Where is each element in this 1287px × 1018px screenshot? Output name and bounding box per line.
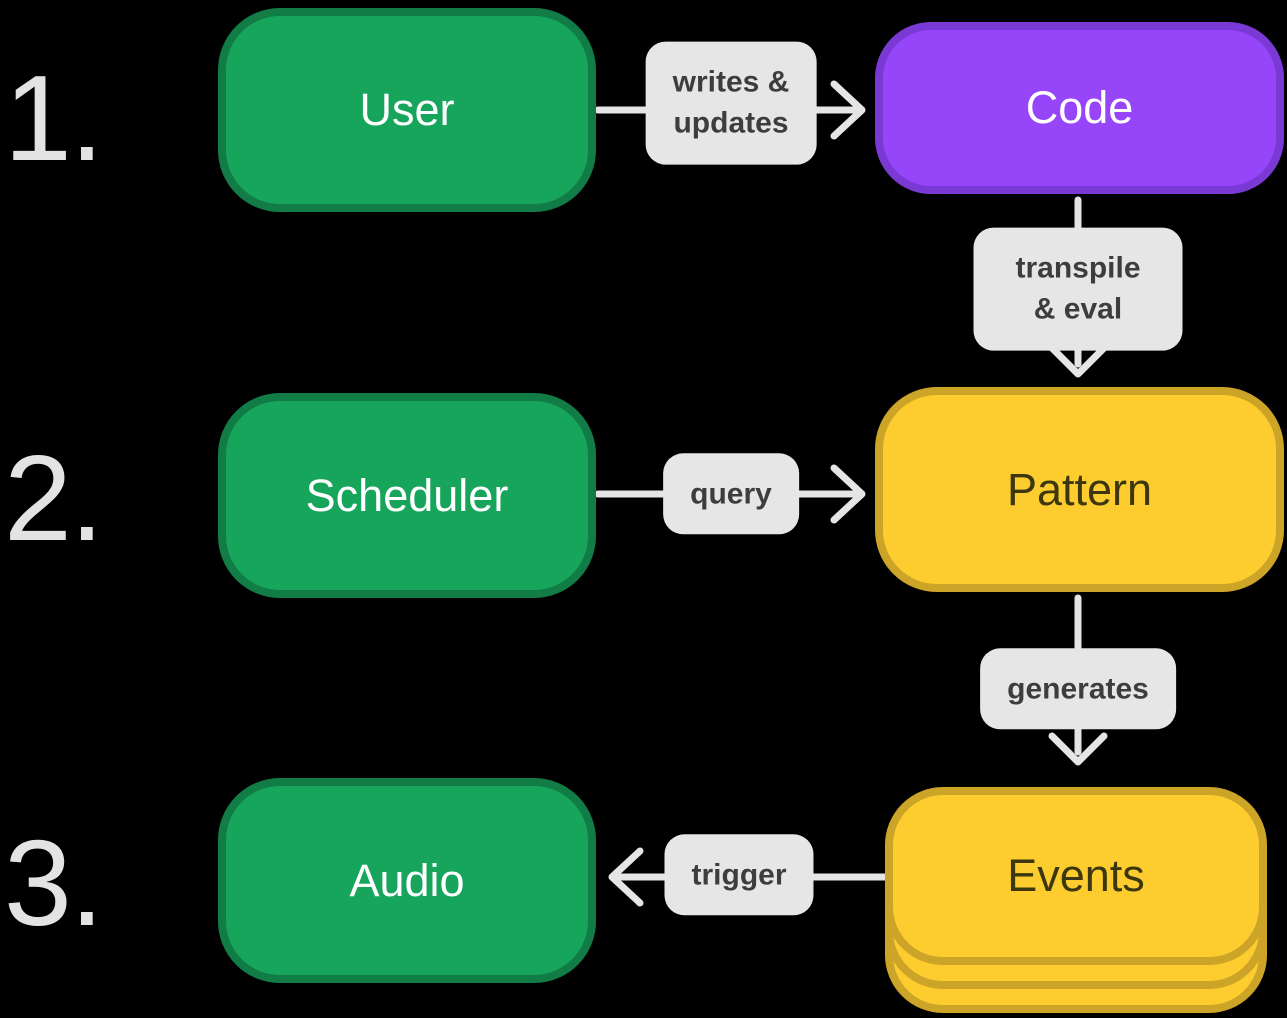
node-audio-label: Audio [349,854,465,906]
node-events-stack: Events [885,787,1267,1017]
node-scheduler: Scheduler [218,393,596,598]
step-number-1: 1. [4,50,104,186]
edge-label-query: query [663,453,799,535]
node-code-label: Code [1025,82,1134,133]
step-number-3: 3. [4,815,104,951]
edge-label-generates: generates [980,648,1176,730]
node-pattern-label: Pattern [1006,463,1153,515]
node-pattern: Pattern [875,387,1284,592]
step-number-2: 2. [4,430,104,566]
edge-label-writes-updates: writes & updates [645,41,817,165]
node-user: User [218,8,596,212]
node-user-label: User [359,84,455,135]
node-scheduler-label: Scheduler [305,469,509,521]
node-audio: Audio [218,778,596,983]
node-events: Events [885,787,1267,965]
node-events-label: Events [1007,850,1145,901]
edge-label-transpile-eval: transpile & eval [973,227,1183,351]
node-code: Code [875,22,1284,194]
edge-label-trigger: trigger [664,834,814,916]
